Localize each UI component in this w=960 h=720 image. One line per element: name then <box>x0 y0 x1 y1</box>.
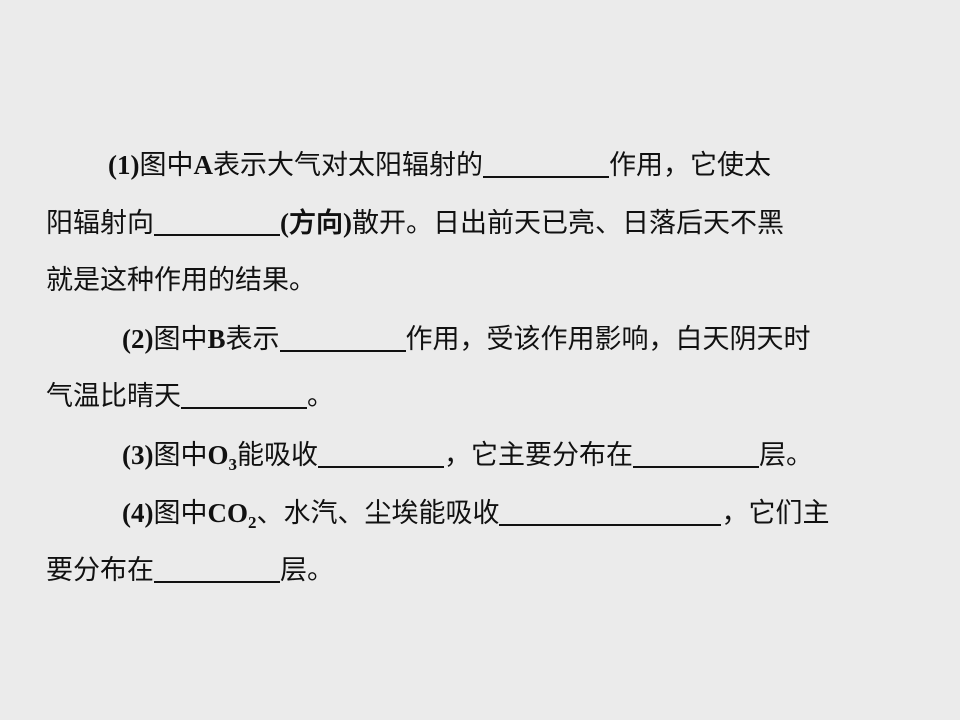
question-2-line-2: 气温比晴天 。 <box>46 368 918 426</box>
question-1-text: 作用，它使太 <box>608 150 771 181</box>
answer-blank-8[interactable] <box>154 554 280 583</box>
answer-blank-4[interactable] <box>181 380 307 409</box>
answer-blank-7[interactable] <box>499 497 722 526</box>
question-2-text: 图中 <box>153 324 208 355</box>
question-2-text: 表示 <box>225 324 280 355</box>
question-2-number: (2) <box>122 324 154 354</box>
question-4-text: ，它们主 <box>721 498 830 529</box>
question-2-line-1: (2)图中B表示 作用，受该作用影响，白天阴天时 <box>46 310 918 368</box>
question-4-text: 图中 <box>153 498 208 529</box>
question-2-text: 作用，受该作用影响，白天阴天时 <box>405 324 811 355</box>
ozone-subscript: 3 <box>228 455 238 474</box>
question-1-line-2: 阳辐射向 (方向)散开。日出前天已亮、日落后天不黑 <box>46 194 918 252</box>
co2-subscript: 2 <box>247 513 257 532</box>
question-1-line-3: 就是这种作用的结果。 <box>46 252 918 310</box>
question-4-text: 、水汽、尘埃能吸收 <box>256 498 500 529</box>
question-4-text: 要分布在 <box>46 555 154 586</box>
question-1-text: 阳辐射向 <box>46 208 154 239</box>
question-1-text: 表示大气对太阳辐射的 <box>212 150 483 181</box>
question-3-text: ，它主要分布在 <box>444 440 633 471</box>
question-1-number: (1) <box>108 150 140 180</box>
answer-blank-3[interactable] <box>279 323 406 352</box>
question-1-text: 就是这种作用的结果。 <box>46 265 316 296</box>
question-3-number: (3) <box>122 440 154 470</box>
question-3-line-1: (3)图中O3能吸收 ，它主要分布在 层。 <box>46 426 918 484</box>
question-4-line-2: 要分布在 层。 <box>46 542 918 600</box>
question-4-number: (4) <box>122 498 154 528</box>
ozone-symbol: O <box>207 440 229 470</box>
question-4-text: 层。 <box>280 555 334 586</box>
question-3-text: 能吸收 <box>237 440 318 471</box>
answer-blank-5[interactable] <box>318 439 444 468</box>
question-1-direction-hint: (方向) <box>280 208 352 238</box>
co2-symbol: CO <box>207 498 248 528</box>
question-block: (1)图中A表示大气对太阳辐射的作用，它使太 阳辐射向(方向)散开。日出前天已亮… <box>46 136 918 600</box>
label-a: A <box>193 150 213 180</box>
answer-blank-6[interactable] <box>633 439 759 468</box>
question-1-line-1: (1)图中A表示大气对太阳辐射的 作用，它使太 <box>46 136 918 194</box>
question-2-text: 。 <box>307 381 334 412</box>
label-b: B <box>207 324 226 354</box>
question-3-text: 层。 <box>759 440 813 471</box>
question-3-text: 图中 <box>153 440 208 471</box>
question-1-text: 散开。日出前天已亮、日落后天不黑 <box>351 208 784 239</box>
question-1-text: 图中 <box>139 150 194 181</box>
co2-formula: CO2 <box>207 498 256 531</box>
ozone-formula: O3 <box>207 440 237 473</box>
answer-blank-1[interactable] <box>482 149 609 178</box>
answer-blank-2[interactable] <box>154 207 280 236</box>
question-2-text: 气温比晴天 <box>46 381 181 412</box>
question-4-line-1: (4)图中CO2、水汽、尘埃能吸收 ，它们主 <box>46 484 918 542</box>
